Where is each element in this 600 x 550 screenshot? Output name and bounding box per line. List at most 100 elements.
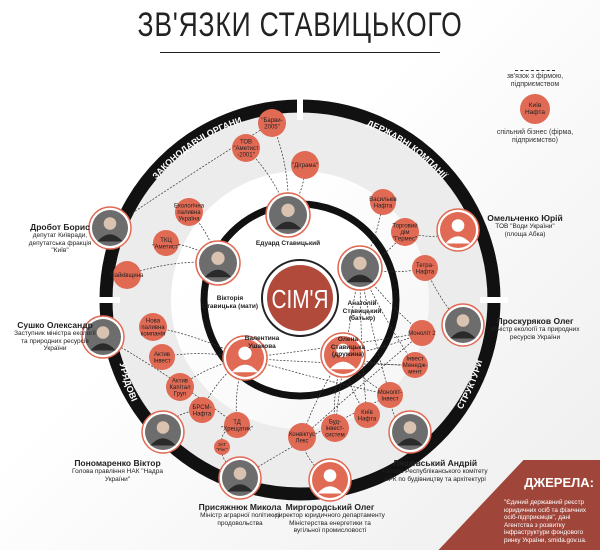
official-name: Присяжнюк Микола — [198, 502, 282, 512]
company-bubble — [288, 423, 316, 451]
connection-line — [342, 354, 368, 416]
person-silhouette-icon — [451, 219, 465, 232]
family-label-anatoliy: Анатолій Ставицький (батько) — [342, 300, 382, 322]
company-bubble — [291, 151, 319, 179]
shoulders-icon — [346, 274, 374, 283]
person-silhouette-icon — [336, 343, 350, 357]
official-name: Миргородський Олег — [285, 502, 375, 512]
shoulders-icon — [231, 364, 259, 373]
company-label: ТКЦ"Аметист" — [152, 238, 179, 251]
company-bubble — [153, 230, 179, 256]
person-node-eduard[interactable] — [265, 192, 311, 238]
company-label: "Діграма" — [292, 163, 318, 169]
company-bubble — [402, 352, 428, 378]
company-bubble — [370, 189, 396, 215]
person-node-olena[interactable] — [320, 332, 366, 378]
person-node-sushko[interactable] — [81, 315, 125, 359]
company-bubble — [412, 255, 438, 281]
family-label-olena: Олена Ставицька (дружина) — [330, 336, 366, 358]
person-node-myrhor[interactable] — [308, 458, 352, 502]
person-node-anatoliy[interactable] — [337, 245, 383, 291]
official-role: Голова правління НАК "Надра України" — [72, 468, 163, 483]
legend-bubble-caption: спільний бізнес (фірма, підприємство) — [496, 129, 574, 144]
company-label: ТОВ"Аметист-2001" — [233, 140, 258, 159]
company-bubble — [224, 412, 250, 438]
company-bubble — [409, 320, 435, 346]
legend-dash-label: зв'язок з фірмою, підприємством — [506, 73, 564, 88]
shoulders-icon — [397, 438, 423, 446]
person-node-viktoria[interactable] — [195, 240, 241, 286]
person-silhouette-icon — [233, 467, 247, 480]
sources-title: ДЖЕРЕЛА: — [524, 475, 594, 490]
person-silhouette-icon — [103, 217, 117, 230]
person-node-liashev[interactable] — [388, 410, 432, 454]
company-node-chaik[interactable]: Чайківщина — [111, 261, 144, 289]
company-node-tkc[interactable]: ТКЦ"Аметист" — [152, 230, 180, 256]
official-role: Міністр аграрної політики і продовольств… — [200, 512, 280, 527]
person-node-prysiazh[interactable] — [218, 456, 262, 500]
official-name: Ляшевський Андрій — [392, 458, 478, 468]
company-node-barvy[interactable]: "Барви-2005" — [258, 109, 286, 137]
connection-line — [102, 336, 238, 426]
person-node-drobot[interactable] — [88, 206, 132, 250]
company-label: Буд-інвест-систем — [325, 420, 345, 439]
title-underline — [160, 52, 440, 53]
page-title: ЗВ'ЯЗКИ СТАВИЦЬКОГО — [137, 6, 463, 44]
person-node-valentyna[interactable] — [222, 335, 268, 381]
company-bubble — [166, 373, 194, 401]
person-node-ponom[interactable] — [141, 410, 185, 454]
company-bubble — [391, 218, 419, 246]
official-role: Голова Республіканського комітету АРК по… — [382, 468, 488, 483]
connection-line — [301, 332, 423, 438]
company-bubble — [258, 109, 286, 137]
company-node-zat[interactable]: ЗАТ"Рінг" — [214, 439, 230, 455]
company-bubble — [232, 134, 260, 162]
company-node-monolinv[interactable]: Моноліт-Інвест — [377, 382, 403, 408]
company-node-tetra[interactable]: Тетра-Нафта — [412, 255, 438, 281]
shoulders-icon — [445, 236, 471, 244]
shoulders-icon — [150, 438, 176, 446]
shoulders-icon — [329, 361, 357, 370]
company-node-khresh[interactable]: ТД"Хрещатик" — [221, 412, 253, 438]
official-name: Дробот Борис — [30, 222, 90, 232]
person-node-omelch[interactable] — [436, 208, 480, 252]
company-node-brsm[interactable]: БРСМ-Нафта — [189, 397, 215, 423]
person-silhouette-icon — [323, 469, 337, 482]
person-silhouette-icon — [403, 421, 417, 434]
shoulders-icon — [204, 269, 232, 278]
company-node-monol2[interactable]: Моноліт 2 — [408, 320, 436, 346]
family-label-eduard: Едуард Ставицький — [255, 240, 321, 247]
family-label-valentyna: Валентина Ушакова — [244, 335, 280, 350]
company-node-digrama[interactable]: "Діграма" — [291, 151, 319, 179]
company-label: Моноліт 2 — [408, 331, 436, 337]
person-silhouette-icon — [456, 314, 470, 327]
company-node-bud[interactable]: Буд-інвест-систем — [321, 414, 349, 442]
center-label: СІМ'Я — [271, 285, 328, 314]
official-name: Пономаренко Віктор — [74, 458, 161, 468]
official-name: Проскуряков Олег — [496, 316, 574, 326]
company-label: Чайківщина — [111, 272, 144, 279]
shoulders-icon — [450, 331, 476, 339]
company-label: Моноліт-Інвест — [378, 390, 403, 403]
company-bubble — [354, 402, 380, 428]
company-node-ametyst2001[interactable]: ТОВ"Аметист-2001" — [232, 134, 260, 162]
person-silhouette-icon — [281, 203, 295, 217]
company-bubble — [214, 439, 230, 455]
company-bubble — [377, 382, 403, 408]
person-node-proskur[interactable] — [441, 303, 485, 347]
legend-dash-line — [515, 70, 555, 71]
company-bubble — [321, 414, 349, 442]
